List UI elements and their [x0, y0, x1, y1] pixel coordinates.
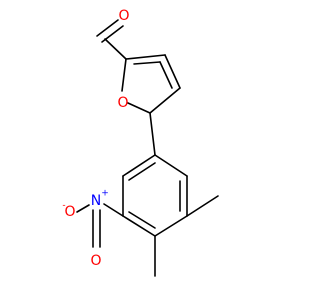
- furan-c5-o-bond: [127, 102, 151, 114]
- furan-benzene-link-bond: [149, 112, 156, 156]
- benzene-c3-c4-bond: [154, 215, 188, 237]
- nitro-oxygen-bottom-label: O: [90, 253, 101, 269]
- furan-c3-c4-inner-bond: [159, 61, 173, 89]
- furan-o-c2-bond: [121, 58, 127, 92]
- nitro-nitrogen-charge: +: [101, 189, 109, 199]
- benzene-c1-c2-bond: [154, 154, 188, 177]
- nitro-nitrogen-label: N: [91, 193, 101, 209]
- methyl-bond-top: [186, 195, 219, 217]
- molecule-canvas: O O N + O - O: [62, 8, 219, 277]
- aldehyde-co-bond-1: [96, 19, 119, 37]
- furan-c2-c3-inner-bond: [133, 61, 161, 65]
- benzene-c4-c5-inner-bond: [128, 211, 156, 229]
- nitro-nitrogen-oxygen-single-bond: [76, 204, 90, 213]
- furan-c4-c5-bond: [149, 87, 181, 114]
- molecule-structure: O O N + O - O: [62, 8, 219, 277]
- furan-c2-c3-bond: [125, 54, 166, 60]
- furan-c3-c4-bond: [164, 54, 181, 89]
- benzene-c6-c1-bond: [122, 154, 156, 177]
- nitro-oxygen-left-label: O: [64, 204, 75, 220]
- aldehyde-oxygen-label: O: [118, 8, 129, 24]
- benzene-c4-c5-bond: [122, 215, 156, 237]
- furan-oxygen-label: O: [117, 95, 128, 111]
- nitro-oxygen-left-charge: -: [62, 201, 65, 211]
- benzene-c6-c1-inner-bond: [128, 162, 156, 181]
- nitro-carbon-nitrogen-bond: [103, 203, 124, 217]
- aldehyde-carbon-ring-bond: [104, 38, 127, 60]
